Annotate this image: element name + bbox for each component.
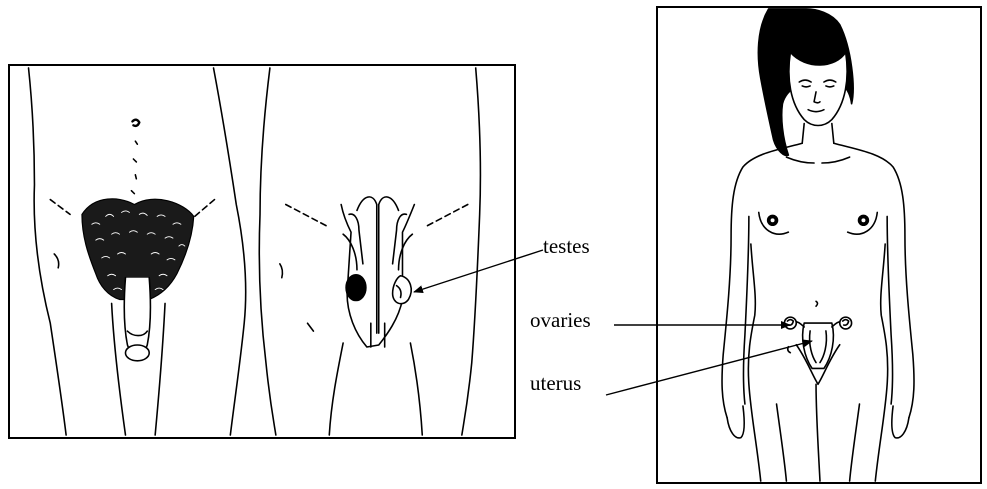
male-figure-drawing — [10, 66, 514, 437]
female-figure-panel — [656, 6, 982, 484]
female-figure-drawing — [658, 8, 980, 482]
male-internal-figure — [259, 68, 480, 435]
label-testes: testes — [543, 236, 590, 257]
male-figure-panel — [8, 64, 516, 439]
male-external-figure — [29, 68, 246, 435]
label-uterus: uterus — [530, 373, 581, 394]
label-ovaries: ovaries — [530, 310, 591, 331]
